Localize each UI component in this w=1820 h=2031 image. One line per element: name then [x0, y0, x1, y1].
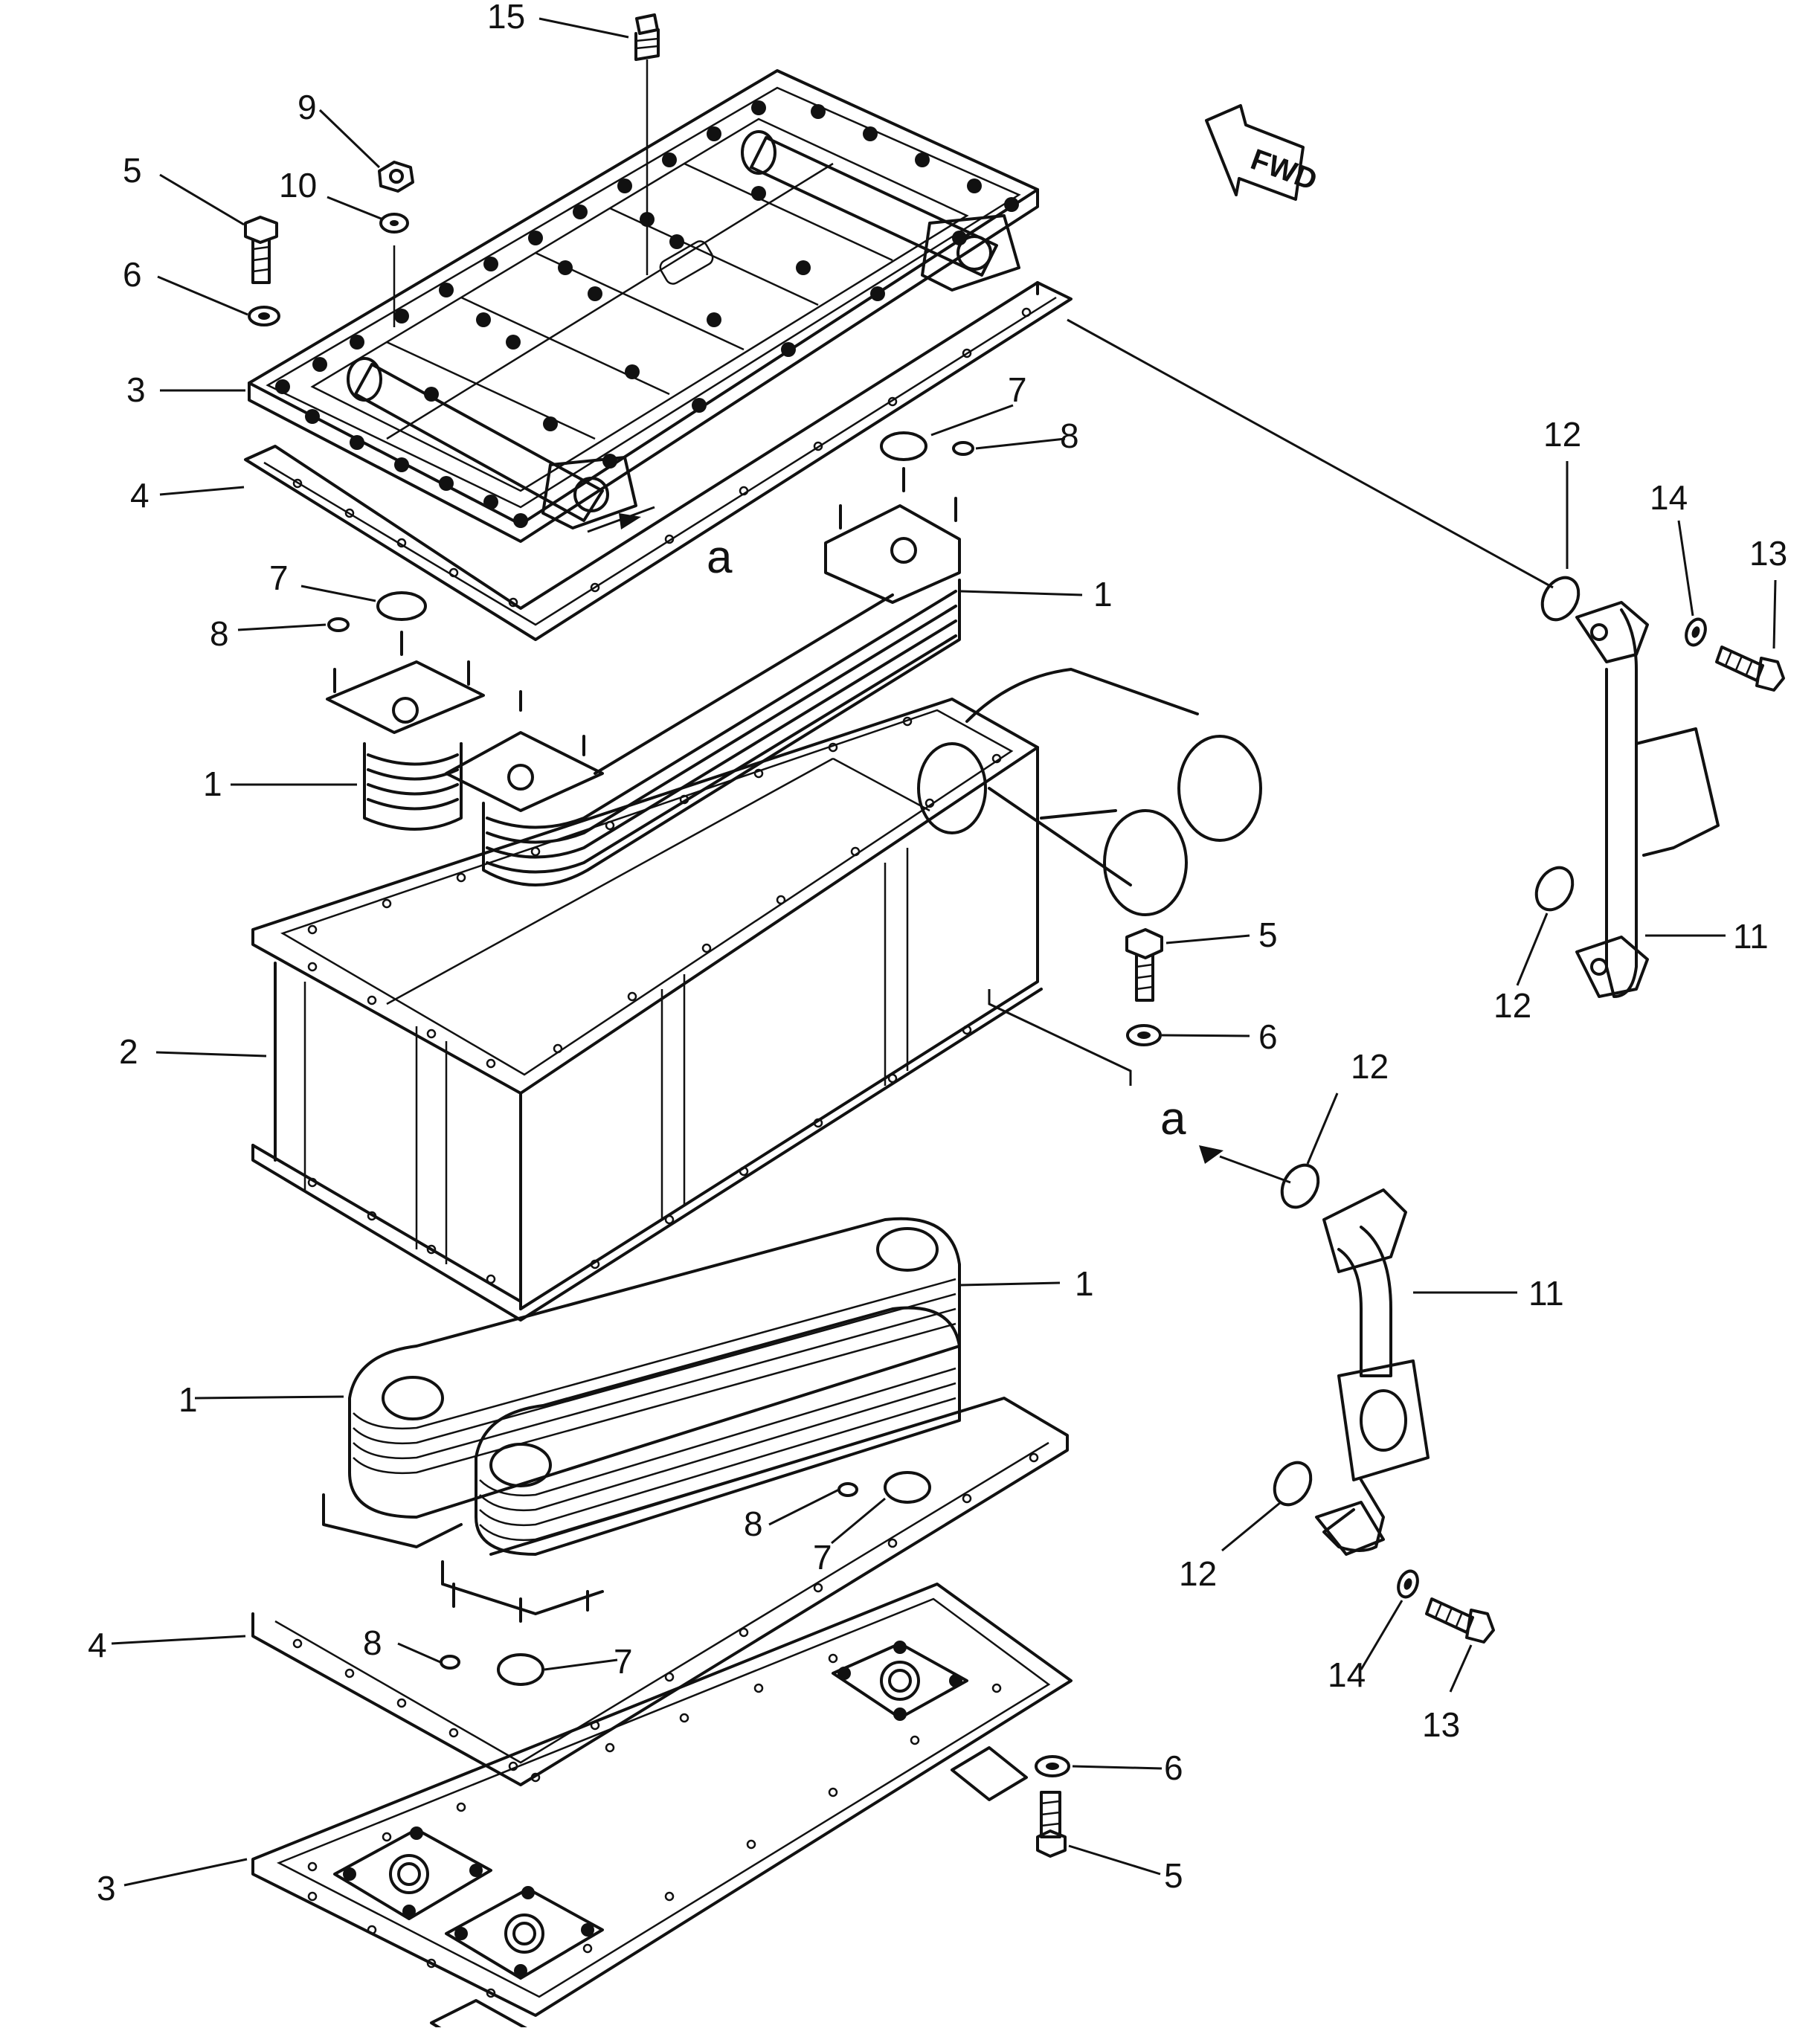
washer-14-upper	[1685, 617, 1707, 647]
bolt-5-upper	[244, 216, 278, 284]
washer-6-mid	[1126, 1024, 1162, 1046]
callout-4: 4	[130, 476, 149, 515]
callout-12: 12	[1179, 1554, 1217, 1593]
callout-12: 12	[1351, 1047, 1389, 1086]
callout-9: 9	[298, 88, 317, 126]
callout-5: 5	[1258, 915, 1278, 954]
lower-cover	[251, 1583, 1073, 2031]
callout-6: 6	[123, 255, 142, 294]
o-ring-7-lower-front	[497, 1653, 544, 1686]
o-ring-8-upper-rear	[952, 441, 974, 456]
upper-cooler-element-right	[445, 467, 961, 886]
callout-13: 13	[1749, 534, 1787, 573]
callout-14: 14	[1328, 1655, 1366, 1694]
cooler-case	[251, 668, 1262, 1322]
o-ring-12-upper-top	[1540, 576, 1581, 622]
upper-cover	[248, 69, 1039, 543]
callout-8: 8	[744, 1504, 763, 1543]
callout-6: 6	[1164, 1748, 1183, 1787]
callout-5: 5	[1164, 1856, 1183, 1895]
callout-labels: 15 9 5 10 6 3 4 7 8 7 8 1 1 2 5 6 1 1 8 …	[88, 0, 1787, 1908]
cover-bolt-heads	[275, 100, 1019, 528]
o-ring-12-lower-bottom	[1273, 1461, 1313, 1507]
cover-pipe-front	[347, 357, 637, 530]
o-ring-12-upper-bottom	[1534, 866, 1575, 912]
callout-7: 7	[813, 1538, 832, 1577]
bolt-13-lower	[1425, 1597, 1495, 1644]
callout-10: 10	[279, 166, 317, 205]
callout-1: 1	[1075, 1264, 1094, 1303]
callout-1: 1	[1093, 575, 1113, 614]
bolt-5-mid	[1125, 928, 1163, 1002]
view-marker-a-upper: a	[707, 532, 733, 583]
lower-cover-port-front	[430, 1999, 534, 2031]
callout-2: 2	[119, 1032, 138, 1071]
washer-10	[379, 213, 409, 327]
lower-cover-port-left	[333, 1826, 492, 1920]
callout-1: 1	[179, 1380, 198, 1419]
upper-cooler-element-left	[326, 631, 485, 831]
o-ring-8-lower-rear	[837, 1482, 858, 1497]
o-ring-7-lower-rear	[884, 1471, 931, 1504]
callout-8: 8	[210, 614, 229, 653]
lower-gasket	[251, 1397, 1069, 1786]
lower-cooler-element-front	[441, 1306, 961, 1623]
bolt-5-lower	[1036, 1791, 1067, 1858]
callout-8: 8	[1060, 416, 1079, 455]
washer-14-lower	[1397, 1569, 1419, 1599]
callout-14: 14	[1650, 478, 1688, 517]
callout-6: 6	[1258, 1017, 1278, 1056]
view-arrow-heads	[619, 513, 1223, 1164]
callout-4: 4	[88, 1626, 107, 1664]
callout-3: 3	[126, 370, 146, 409]
callout-3: 3	[97, 1869, 116, 1908]
callout-5: 5	[123, 151, 142, 190]
o-ring-8-lower-front	[440, 1655, 460, 1670]
callout-7: 7	[614, 1642, 633, 1681]
cover-pipe-rear	[741, 130, 1020, 292]
plug-15	[634, 13, 660, 275]
o-ring-7-upper-rear	[880, 431, 927, 461]
lower-cooler-element-rear	[322, 1217, 961, 1548]
callout-13: 13	[1422, 1705, 1460, 1744]
callout-7: 7	[269, 559, 289, 597]
callout-1: 1	[203, 765, 222, 803]
callout-7: 7	[1008, 370, 1027, 409]
callout-8: 8	[363, 1623, 382, 1662]
bolt-13-upper	[1715, 646, 1785, 692]
view-marker-a-lower: a	[1160, 1093, 1186, 1145]
callout-12: 12	[1493, 986, 1531, 1025]
nut-9	[378, 161, 414, 193]
fwd-label: FWD	[1247, 143, 1322, 196]
callout-11: 11	[1733, 917, 1769, 956]
o-ring-8-upper-front	[327, 617, 350, 632]
water-pipe-upper	[1575, 601, 1720, 998]
lower-cover-port-mid	[445, 1886, 604, 1980]
lower-cover-port-rear	[832, 1641, 968, 1721]
washer-6-upper	[248, 306, 280, 326]
callout-12: 12	[1543, 415, 1581, 454]
forward-direction-arrow: FWD	[1205, 104, 1322, 201]
upper-gasket	[244, 281, 1073, 641]
water-pipe-lower	[1315, 1188, 1430, 1556]
callout-15: 15	[487, 0, 525, 36]
leader-lines	[111, 17, 1777, 1887]
o-ring-7-upper-front	[376, 591, 427, 621]
callout-11: 11	[1528, 1274, 1564, 1313]
o-ring-12-lower-top	[1280, 1163, 1320, 1209]
washer-6-lower	[1035, 1755, 1070, 1777]
